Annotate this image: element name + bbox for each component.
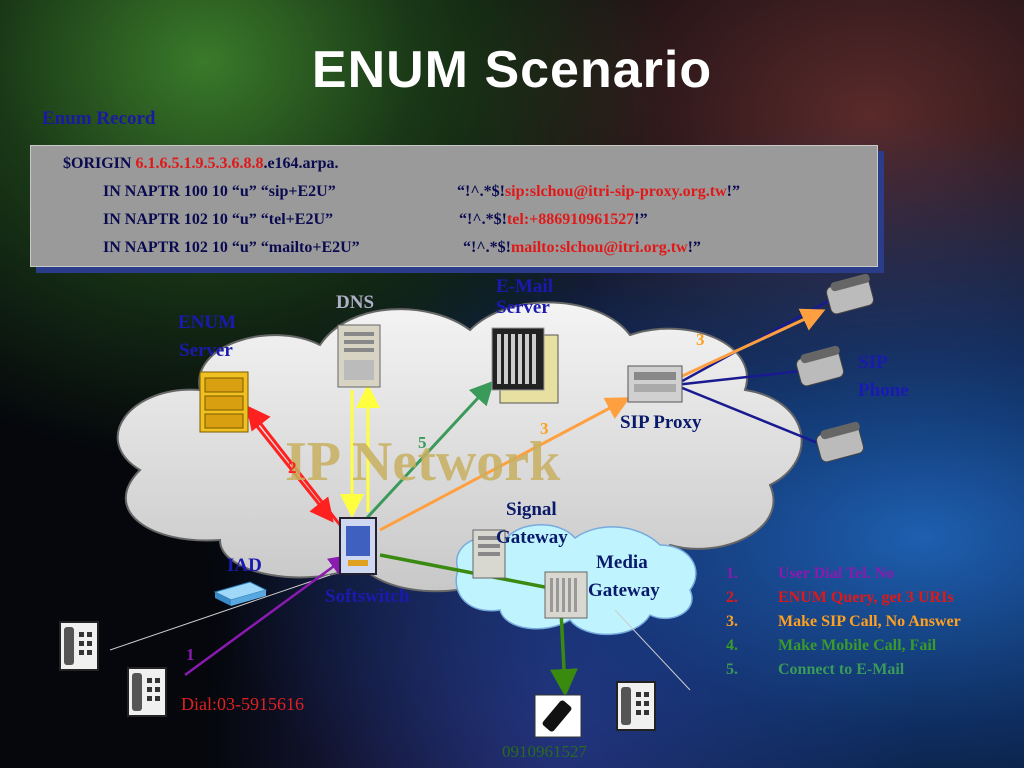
mobile-phone-icon: [534, 694, 582, 738]
step-item: 2. ENUM Query, get 3 URIs: [726, 586, 961, 610]
sip-proxy-label: SIP Proxy: [620, 412, 702, 433]
email-server-label-line1: E-Mail: [496, 276, 553, 297]
origin-prefix: $ORIGIN: [63, 155, 136, 172]
sip-phone-icon-top: [825, 273, 875, 315]
naptr-record-tel: IN NAPTR 102 10 “u” “tel+E2U”: [103, 211, 334, 228]
sip-uri: sip:slchou@itri-sip-proxy.org.tw: [504, 183, 727, 200]
sip-phone-icon-bottom: [815, 421, 865, 463]
step-number: 5.: [726, 661, 738, 678]
regex-suffix: !”: [634, 211, 648, 228]
step-item: 3. Make SIP Call, No Answer: [726, 610, 961, 634]
dial-number-label: Dial:03-5915616: [181, 694, 304, 714]
sip-phone-icon-mid: [795, 345, 845, 387]
iad-label: IAD: [227, 555, 262, 576]
enum-server-icon: [199, 371, 249, 433]
arrow-number-3-proxy: 3: [696, 330, 705, 349]
step-number: 2.: [726, 589, 738, 606]
tel-uri: tel:+886910961527: [506, 211, 635, 228]
page-title: ENUM Scenario: [311, 41, 713, 99]
origin-line: $ORIGIN 6.1.6.5.1.9.5.3.6.8.8.e164.arpa.: [63, 155, 339, 173]
arrow-number-3-softswitch: 3: [540, 419, 549, 438]
enum-record-label: Enum Record: [42, 108, 156, 129]
dns-server-icon: [337, 324, 381, 388]
email-server-icon: [491, 327, 559, 404]
step-text: Make SIP Call, No Answer: [778, 613, 961, 630]
arrow-email: [363, 380, 495, 522]
steps-list: 1. User Dial Tel. No 2. ENUM Query, get 3 …: [726, 562, 961, 682]
step-number: 3.: [726, 613, 738, 630]
step-item: 1. User Dial Tel. No: [726, 562, 961, 586]
ip-network-label: IP Network: [285, 431, 561, 493]
signal-gateway-label-line2: Gateway: [496, 527, 568, 548]
regex-suffix: !”: [687, 239, 701, 256]
regex-prefix: “!^.*$!: [463, 239, 511, 256]
softswitch-label: Softswitch: [325, 586, 410, 607]
media-gateway-label-line1: Media: [596, 552, 648, 573]
regex-prefix: “!^.*$!: [457, 183, 505, 200]
dns-label: DNS: [336, 292, 375, 313]
step-text: Make Mobile Call, Fail: [778, 637, 937, 654]
naptr-regex-sip: “!^.*$!sip:slchou@itri-sip-proxy.org.tw!…: [457, 183, 740, 201]
arrow-enum-reply: [246, 405, 342, 526]
arrow-number-1: 1: [186, 645, 195, 664]
mailto-uri: mailto:slchou@itri.org.tw: [510, 239, 688, 256]
media-gateway-icon: [544, 571, 588, 619]
sip-phone-label-line1: SIP: [858, 352, 888, 373]
sip-phone-label-line2: Phone: [858, 380, 909, 401]
regex-suffix: !”: [726, 183, 740, 200]
desk-phone-icon-dialing: [127, 667, 167, 717]
naptr-regex-tel: “!^.*$!tel:+886910961527!”: [459, 211, 648, 229]
naptr-record-mailto: IN NAPTR 102 10 “u” “mailto+E2U”: [103, 239, 360, 256]
naptr-regex-mailto: “!^.*$!mailto:slchou@itri.org.tw!”: [463, 239, 701, 257]
regex-prefix: “!^.*$!: [459, 211, 507, 228]
naptr-record-sip: IN NAPTR 100 10 “u” “sip+E2U”: [103, 183, 336, 200]
sip-proxy-icon: [627, 365, 683, 403]
step-item: 4. Make Mobile Call, Fail: [726, 634, 961, 658]
softswitch-icon: [339, 517, 377, 575]
signal-gateway-icon: [472, 529, 506, 579]
step-number: 4.: [726, 637, 738, 654]
arrow-number-5: 5: [418, 433, 427, 452]
iad-icon: [213, 581, 268, 606]
signal-gateway-label-line1: Signal: [506, 499, 557, 520]
step-text: Connect to E-Mail: [778, 661, 905, 678]
enum-server-label-line2: Server: [179, 340, 233, 361]
enum-record-box: $ORIGIN 6.1.6.5.1.9.5.3.6.8.8.e164.arpa.…: [30, 145, 878, 267]
media-gateway-label-line2: Gateway: [588, 580, 660, 601]
origin-digits: 6.1.6.5.1.9.5.3.6.8.8: [135, 155, 264, 172]
enum-server-label-line1: ENUM: [178, 312, 237, 333]
mobile-number-label: 0910961527: [502, 742, 587, 761]
step-item: 5. Connect to E-Mail: [726, 658, 961, 682]
step-number: 1.: [726, 565, 738, 582]
step-text: ENUM Query, get 3 URIs: [778, 589, 954, 606]
desk-phone-icon-left: [59, 621, 99, 671]
desk-phone-icon-right: [616, 681, 656, 731]
arrow-sip-call: [379, 397, 631, 532]
arrow-number-2: 2: [288, 458, 297, 477]
step-text: User Dial Tel. No: [778, 565, 895, 582]
email-server-label-line2: Server: [496, 297, 550, 318]
origin-suffix: .e164.arpa.: [263, 155, 339, 172]
arrow-user-dial: [184, 555, 350, 677]
